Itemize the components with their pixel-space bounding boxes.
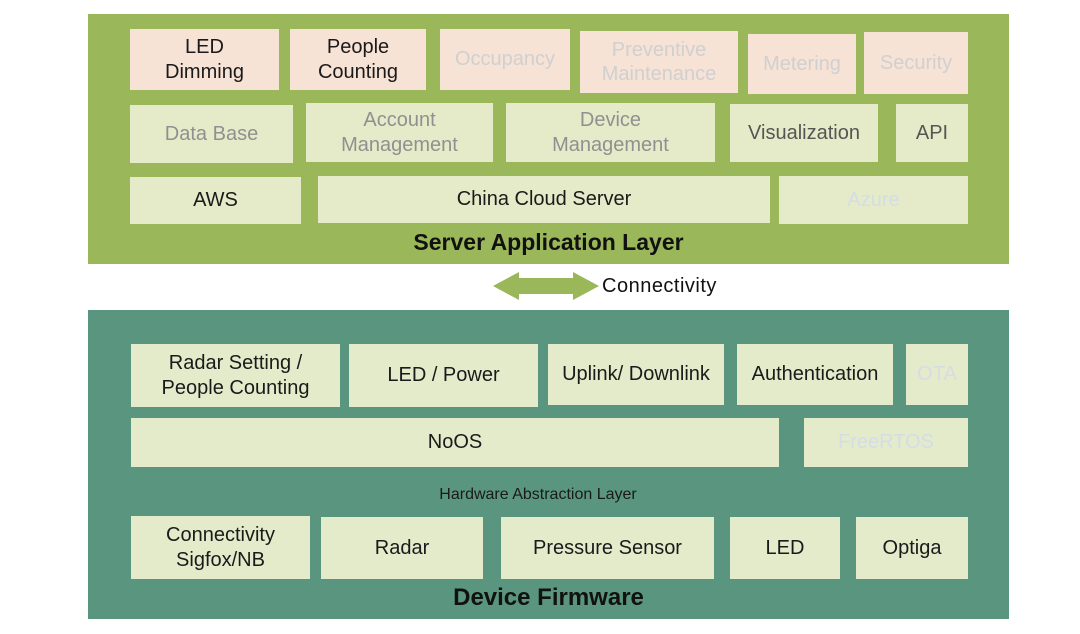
label-noos: NoOS (427, 431, 483, 454)
box-connectivity-sigfox: Connectivity Sigfox/NB (131, 516, 310, 579)
label-api: API (915, 121, 949, 144)
bidirectional-arrow-icon (493, 272, 599, 300)
device-layer-title: Device Firmware (453, 584, 644, 611)
label-radar: Radar (374, 536, 430, 559)
box-security: Security (864, 32, 968, 94)
label-ota: OTA (917, 363, 957, 386)
box-freertos: FreeRTOS (804, 418, 968, 467)
label-radar-setting: Radar Setting / People Counting (161, 352, 310, 399)
label-people-counting: People Counting (317, 36, 399, 83)
label-freertos: FreeRTOS (838, 431, 934, 454)
box-radar-setting: Radar Setting / People Counting (131, 344, 340, 407)
label-authentication: Authentication (751, 363, 879, 386)
box-api: API (896, 104, 968, 162)
box-visualization: Visualization (730, 104, 878, 162)
box-preventive-maintenance: Preventive Maintenance (580, 31, 738, 93)
box-uplink-downlink: Uplink/ Downlink (548, 344, 724, 405)
label-azure: Azure (847, 188, 900, 211)
label-metering: Metering (763, 52, 841, 75)
box-people-counting: People Counting (290, 29, 426, 90)
label-china-cloud-server: China Cloud Server (456, 188, 632, 211)
box-optiga: Optiga (856, 517, 968, 579)
label-occupancy: Occupancy (454, 48, 556, 71)
box-aws: AWS (130, 177, 301, 224)
box-account-management: Account Management (306, 103, 493, 162)
label-security: Security (879, 51, 953, 74)
box-ota: OTA (906, 344, 968, 405)
box-metering: Metering (748, 34, 856, 94)
box-radar: Radar (321, 517, 483, 579)
box-led-dimming: LED Dimming (130, 29, 279, 90)
connectivity-label: Connectivity (602, 275, 717, 297)
label-connectivity-sigfox: Connectivity Sigfox/NB (166, 524, 275, 571)
label-optiga: Optiga (882, 536, 942, 559)
label-led: LED (765, 536, 805, 559)
label-aws: AWS (193, 189, 238, 212)
box-noos: NoOS (131, 418, 779, 467)
label-device-management: Device Management (552, 109, 669, 156)
server-layer-title: Server Application Layer (413, 229, 684, 255)
hardware-abstraction-layer-label: Hardware Abstraction Layer (439, 486, 637, 503)
label-preventive-maintenance: Preventive Maintenance (601, 38, 717, 85)
box-authentication: Authentication (737, 344, 893, 405)
box-pressure-sensor: Pressure Sensor (501, 517, 714, 579)
box-azure: Azure (779, 176, 968, 224)
box-led: LED (730, 517, 840, 579)
box-data-base: Data Base (130, 105, 293, 163)
label-data-base: Data Base (164, 122, 259, 145)
box-occupancy: Occupancy (440, 29, 570, 90)
label-led-dimming: LED Dimming (165, 36, 244, 83)
arrow-shape (493, 272, 599, 300)
label-uplink-downlink: Uplink/ Downlink (562, 363, 710, 386)
box-device-management: Device Management (506, 103, 715, 162)
label-visualization: Visualization (748, 121, 860, 144)
label-pressure-sensor: Pressure Sensor (533, 536, 682, 559)
box-china-cloud-server: China Cloud Server (318, 176, 770, 223)
box-led-power: LED / Power (349, 344, 538, 407)
label-account-management: Account Management (341, 109, 458, 156)
label-led-power: LED / Power (387, 364, 500, 387)
